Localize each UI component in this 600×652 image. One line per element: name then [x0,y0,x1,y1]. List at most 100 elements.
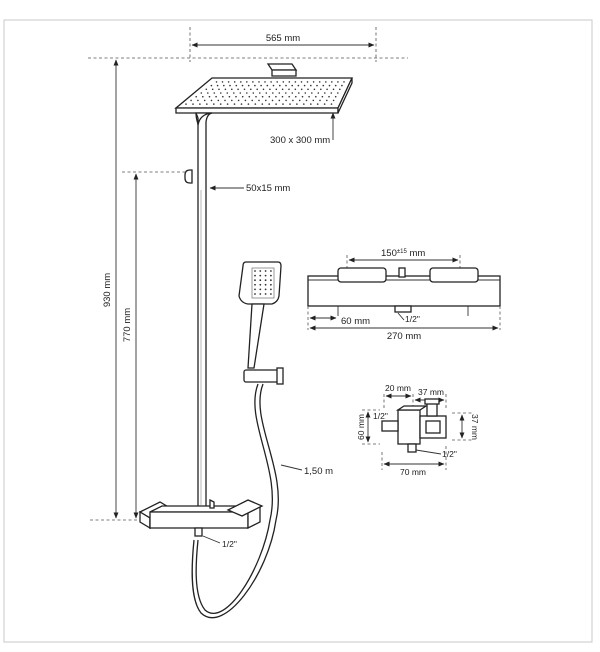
rain-nozzle [316,103,319,105]
rain-nozzle [323,103,326,105]
rain-nozzle [305,99,308,102]
valve-outlet-label: 1/2" [405,314,420,324]
rain-nozzle [310,103,312,105]
rain-nozzle [268,95,271,98]
rain-nozzle [316,84,318,87]
rain-nozzle [226,103,229,105]
rain-nozzle [233,103,236,105]
rain-nozzle [334,84,337,87]
hand-nozzle [254,293,256,295]
hand-nozzle [270,288,272,291]
rain-nozzle [237,99,240,102]
rain-nozzle [260,84,262,87]
rain-nozzle [185,103,187,105]
rain-nozzle [241,84,244,87]
hand-nozzle [270,279,272,282]
hand-nozzle [270,293,272,295]
conn-right-label: 37 mm [470,414,480,440]
rain-nozzle [215,81,218,83]
total-height-dimension: 930 mm [102,59,119,519]
rain-nozzle [265,99,267,102]
rain-nozzle [291,92,294,94]
rain-nozzle [282,81,285,83]
hand-nozzle [259,279,262,282]
rain-nozzle [200,92,203,94]
rain-nozzle [197,99,199,102]
rain-nozzle [303,103,305,105]
rain-nozzle [203,99,206,102]
rain-nozzle [292,99,294,102]
rain-nozzle [271,99,274,102]
rain-nozzle [208,95,211,98]
rain-nozzle [270,81,272,83]
rain-nozzle [328,84,331,87]
valve-center-label: 150±15 mm [381,248,425,259]
slide-holder [243,367,284,385]
rain-nozzle [278,92,281,94]
rain-nozzle [328,95,330,98]
conn-left-label: 60 mm [356,414,366,440]
rain-nozzle [231,88,233,91]
rain-nozzle [254,103,257,105]
rain-nozzle [233,81,236,83]
rain-nozzle [275,103,277,105]
rain-nozzle [321,95,324,98]
rain-nozzle [266,84,269,87]
rain-nozzle [235,95,237,98]
valve-center-unit: mm [407,248,426,259]
hand-nozzle [259,270,262,272]
rain-nozzle [219,103,222,105]
conn-top-right-label: 37 mm [418,387,444,397]
valve-outlet-label-group: 1/2" [397,312,420,324]
rain-nozzle [320,88,322,91]
rain-nozzle [276,81,279,83]
rain-nozzle [223,84,225,87]
rain-nozzle [210,99,213,102]
inlet-height-dimension: 770 mm [122,173,139,519]
rain-nozzle [282,103,284,105]
hand-nozzle [264,293,267,295]
rain-nozzle [288,81,291,83]
rain-nozzle [300,88,303,91]
rain-nozzle [246,92,248,94]
hand-nozzle [270,270,272,272]
rain-nozzle [275,88,278,91]
rain-nozzle [252,92,255,94]
valve-center-value: 150 [381,248,397,259]
rain-nozzle [332,99,335,102]
rain-nozzle [294,81,297,83]
rain-nozzle [228,95,231,98]
rain-nozzle [279,84,281,87]
rain-nozzle [220,92,222,94]
riser-pipe [184,112,213,508]
rain-nozzle [311,92,313,94]
valve-total-dimension: 270 mm [309,325,499,342]
rain-nozzle [192,103,194,105]
rain-nozzle [262,88,265,91]
hand-nozzle [264,279,267,282]
thermostatic-mixer [138,498,264,537]
shower-hose [191,383,279,619]
hose-length-label: 1,50 m [304,466,333,477]
rain-nozzle [248,95,251,98]
rain-nozzle [291,84,294,87]
conn-top-label: 20 mm [385,383,411,393]
rain-nozzle [265,92,268,94]
rain-nozzle [226,92,229,94]
rain-nozzle [318,81,321,83]
page-border [3,19,593,643]
rain-nozzle [213,103,215,105]
rain-nozzle [337,92,339,94]
rain-nozzle [330,103,333,105]
rain-nozzle [272,92,274,94]
rain-nozzle [233,92,235,94]
rain-nozzle [206,103,208,105]
rain-nozzle [213,92,216,94]
rain-nozzle [218,88,220,91]
rain-shower-head [174,63,354,114]
rain-nozzle [341,84,343,87]
connector-detail [362,393,472,470]
rain-nozzle [298,99,301,102]
rain-nozzle [241,95,244,98]
rain-nozzle [247,84,250,87]
